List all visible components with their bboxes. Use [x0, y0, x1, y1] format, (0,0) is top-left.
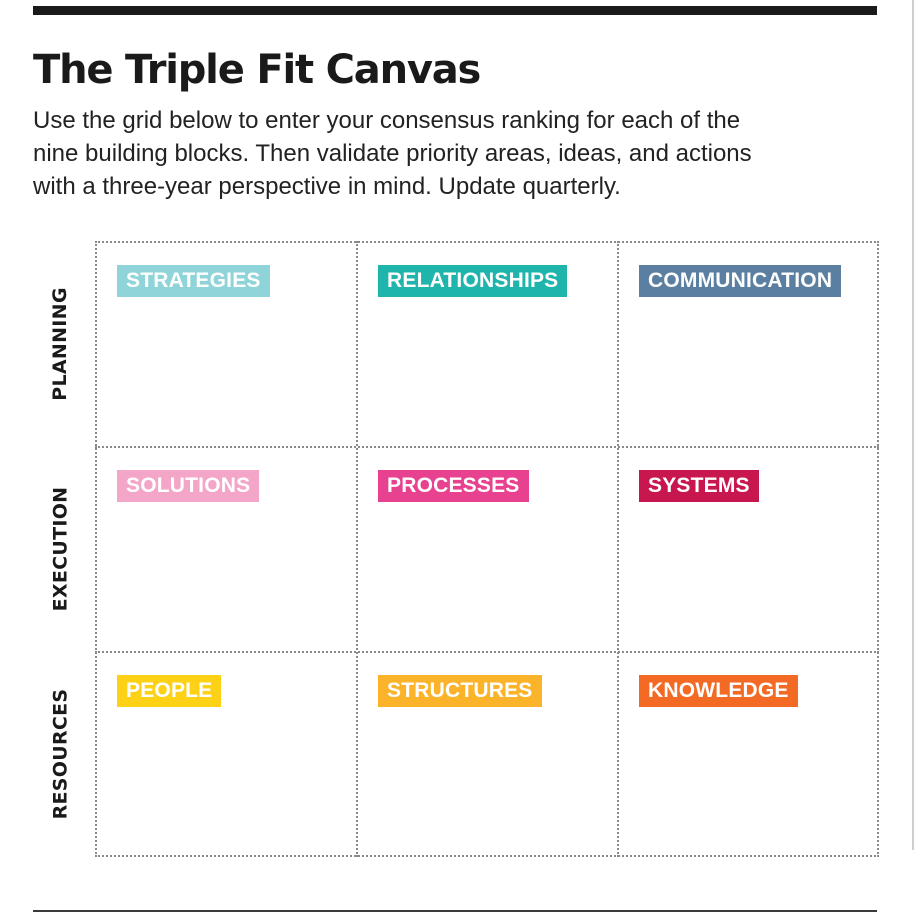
grid-line — [617, 241, 619, 857]
triple-fit-grid — [95, 241, 879, 857]
row-label-planning: PLANNING — [49, 286, 72, 401]
page-edge-rule — [912, 0, 914, 850]
page-title: The Triple Fit Canvas — [33, 47, 481, 93]
grid-line — [95, 241, 879, 243]
bottom-rule — [33, 910, 877, 912]
block-relationships[interactable]: RELATIONSHIPS — [378, 265, 568, 297]
block-structures[interactable]: STRUCTURES — [378, 675, 542, 707]
row-label-execution: EXECUTION — [49, 486, 72, 611]
block-people[interactable]: PEOPLE — [117, 675, 222, 707]
intro-line-2: nine building blocks. Then validate prio… — [33, 140, 752, 167]
grid-line — [877, 241, 879, 857]
block-communication[interactable]: COMMUNICATION — [639, 265, 842, 297]
grid-line — [95, 446, 879, 448]
grid-line — [356, 241, 358, 857]
block-knowledge[interactable]: KNOWLEDGE — [639, 675, 798, 707]
row-label-resources: RESOURCES — [49, 688, 71, 820]
intro-line-3: with a three-year perspective in mind. U… — [33, 173, 621, 200]
block-systems[interactable]: SYSTEMS — [639, 470, 759, 502]
intro-text: Use the grid below to enter your consens… — [33, 104, 863, 203]
block-solutions[interactable]: SOLUTIONS — [117, 470, 260, 502]
grid-line — [95, 241, 97, 857]
block-processes[interactable]: PROCESSES — [378, 470, 529, 502]
intro-line-1: Use the grid below to enter your consens… — [33, 107, 741, 134]
grid-line — [95, 651, 879, 653]
block-strategies[interactable]: STRATEGIES — [117, 265, 270, 297]
top-rule — [33, 6, 877, 15]
grid-line — [95, 855, 879, 857]
